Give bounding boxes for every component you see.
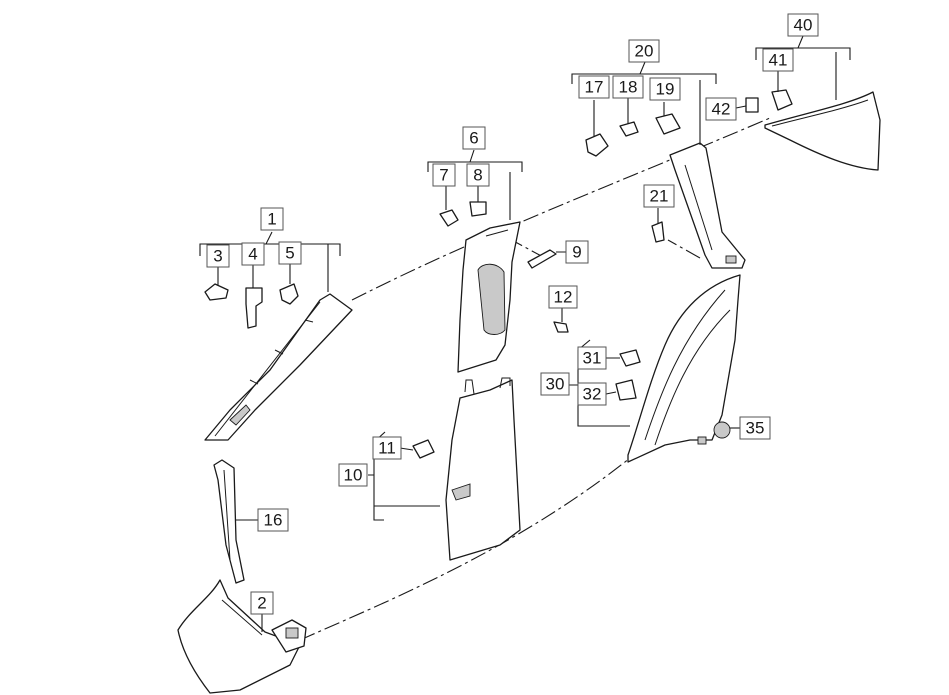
part-9-grille <box>527 249 557 269</box>
callout-17: 17 <box>578 75 610 99</box>
svg-text:19: 19 <box>656 80 675 99</box>
callout-21: 21 <box>643 184 675 208</box>
svg-text:11: 11 <box>378 439 396 458</box>
svg-text:6: 6 <box>469 129 478 148</box>
part-19-clip <box>655 113 681 135</box>
svg-text:20: 20 <box>635 42 654 61</box>
callout-18: 18 <box>612 75 644 99</box>
svg-text:42: 42 <box>712 100 731 119</box>
callout-20: 20 <box>628 39 660 63</box>
svg-text:1: 1 <box>267 210 276 229</box>
callout-42: 42 <box>705 97 737 121</box>
part-8-clip <box>469 201 487 217</box>
part-4-connector <box>245 287 263 329</box>
part-42-clip <box>745 97 759 113</box>
callout-19: 19 <box>649 77 681 101</box>
part-16-trim-strip <box>213 459 245 584</box>
callout-12: 12 <box>548 285 578 309</box>
callout-35: 35 <box>739 416 771 440</box>
callout-7: 7 <box>432 163 456 187</box>
svg-text:10: 10 <box>344 466 363 485</box>
clip-parts <box>204 89 793 459</box>
svg-text:2: 2 <box>257 594 266 613</box>
part-41-clip <box>771 89 793 111</box>
callout-3: 3 <box>206 244 230 268</box>
part-20-c-pillar-trim <box>669 142 746 269</box>
callout-16: 16 <box>257 508 289 532</box>
svg-text:5: 5 <box>285 244 294 263</box>
part-1-a-pillar-trim <box>204 293 353 441</box>
svg-text:3: 3 <box>213 247 222 266</box>
part-31-clip <box>619 349 641 367</box>
part-12-screw <box>553 321 569 333</box>
alignment-axes <box>299 117 771 641</box>
svg-text:40: 40 <box>794 16 813 35</box>
callout-5: 5 <box>278 241 302 265</box>
callout-9: 9 <box>565 240 589 264</box>
svg-text:16: 16 <box>264 511 283 530</box>
callout-32: 32 <box>577 382 607 406</box>
callout-40: 40 <box>787 13 819 37</box>
callout-2: 2 <box>250 591 274 615</box>
callout-30: 30 <box>540 372 570 396</box>
svg-text:4: 4 <box>248 245 257 264</box>
svg-text:9: 9 <box>572 243 581 262</box>
callout-10: 10 <box>338 463 368 487</box>
callout-31: 31 <box>577 346 607 370</box>
callout-11: 11 <box>372 436 402 460</box>
part-32-clip <box>615 379 637 401</box>
svg-text:35: 35 <box>746 419 765 438</box>
callout-41: 41 <box>762 48 794 72</box>
svg-text:18: 18 <box>619 78 638 97</box>
svg-text:31: 31 <box>583 349 602 368</box>
part-40-rear-trim-panel <box>764 91 881 171</box>
part-18-clip <box>619 121 639 137</box>
part-21-clip <box>651 221 665 243</box>
svg-text:8: 8 <box>473 166 482 185</box>
svg-text:41: 41 <box>769 51 788 70</box>
part-10-b-pillar-lower-trim <box>445 377 521 561</box>
svg-text:32: 32 <box>583 385 602 404</box>
part-6-b-pillar-upper-trim <box>457 221 521 373</box>
svg-text:17: 17 <box>585 78 604 97</box>
svg-text:21: 21 <box>650 187 669 206</box>
part-7-clip <box>439 209 459 227</box>
callout-8: 8 <box>466 163 490 187</box>
svg-text:30: 30 <box>546 375 565 394</box>
part-35-plug <box>713 421 731 439</box>
part-11-clip <box>412 439 435 459</box>
part-2-lower-kick-panel <box>177 579 307 694</box>
callout-1: 1 <box>260 207 284 231</box>
callout-6: 6 <box>462 126 486 150</box>
svg-text:7: 7 <box>439 166 448 185</box>
part-30-lower-rear-trim <box>627 274 741 463</box>
callout-4: 4 <box>241 242 265 266</box>
part-17-clip <box>585 133 609 157</box>
svg-text:12: 12 <box>554 288 573 307</box>
part-3-clip <box>204 283 229 301</box>
part-5-clip <box>279 283 299 305</box>
